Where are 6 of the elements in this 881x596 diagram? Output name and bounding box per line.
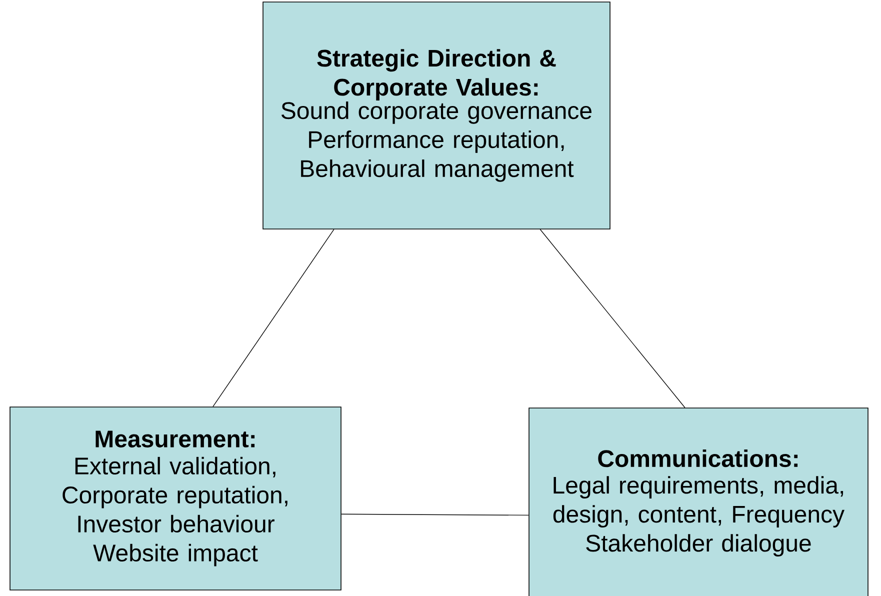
- text-box: Communications: Legal requirements, media, design, content, Frequency Stakeholder dialogue: [528, 408, 868, 596]
- connector-line: [540, 229, 686, 408]
- connector-line: [212, 229, 334, 407]
- text-box: Measurement: External validation, Corporate reputation, Investor behaviour Website impact: [10, 406, 342, 590]
- connector-line: [341, 514, 529, 516]
- text-box: Strategic Direction & Corporate Values: Sound corporate governance Performance reputation, Behavioural management: [262, 2, 610, 230]
